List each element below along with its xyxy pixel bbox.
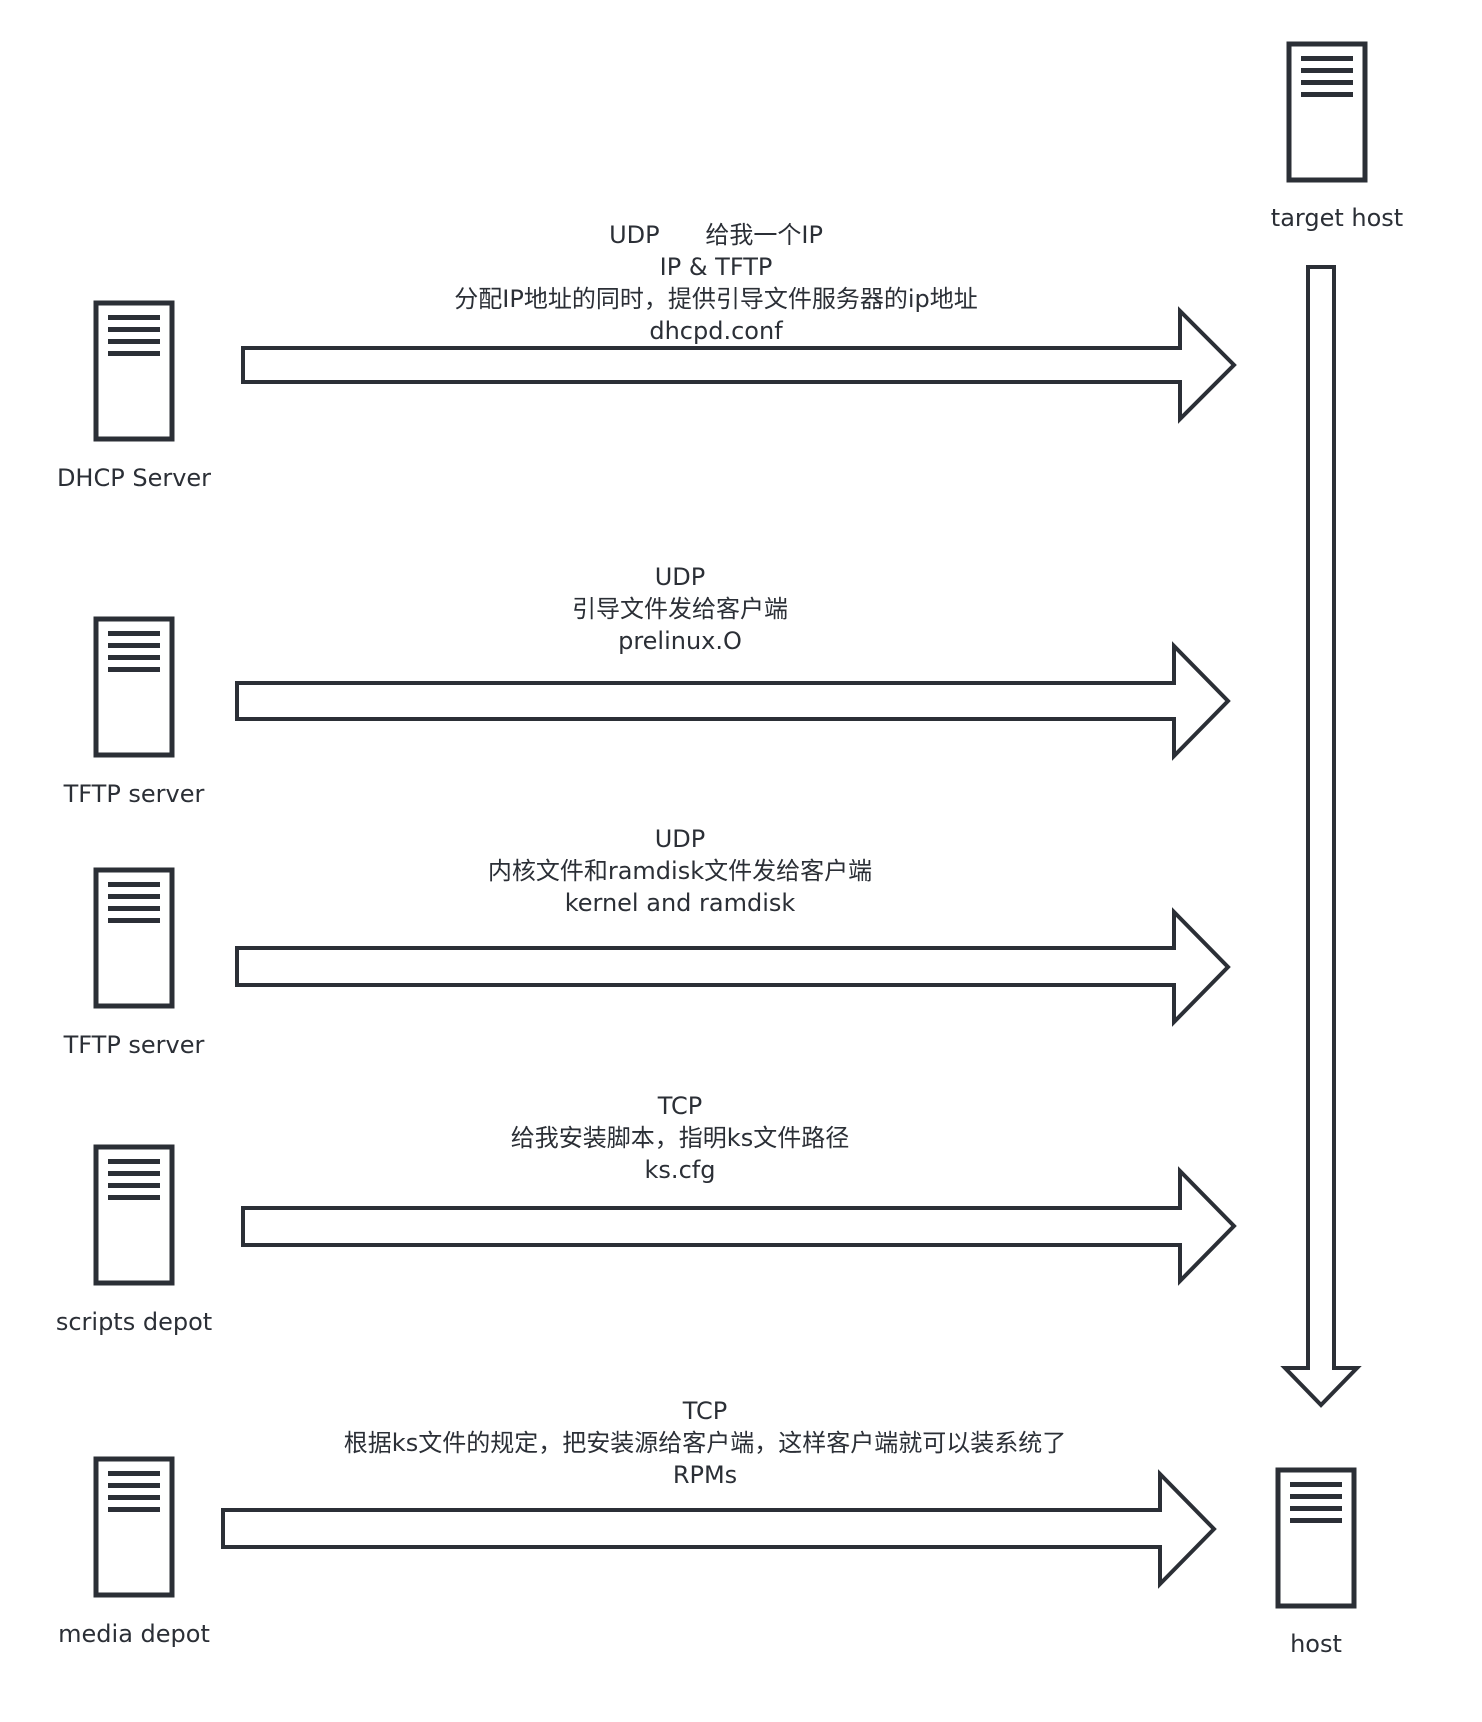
target-to-host-arrow — [1280, 265, 1362, 1408]
target-host-label: target host — [1270, 204, 1404, 232]
dhcp-flow-arrow — [241, 306, 1237, 424]
host-label: host — [1290, 1630, 1342, 1658]
scripts-flow-file: ks.cfg — [644, 1156, 716, 1184]
tftp-kernel-flow-description: 内核文件和ramdisk文件发给客户端 — [487, 857, 873, 885]
dhcp-flow-description: 分配IP地址的同时，提供引导文件服务器的ip地址 — [454, 285, 978, 313]
media-flow-description: 根据ks文件的规定，把安装源给客户端，这样客户端就可以装系统了 — [343, 1429, 1067, 1457]
tftp-kernel-flow-protocol: UDP — [654, 825, 706, 853]
tftp-kernel-flow-caption: UDP 内核文件和ramdisk文件发给客户端 kernel and ramdi… — [230, 823, 1130, 919]
tftp-server-1-icon — [96, 619, 172, 755]
scripts-depot-label: scripts depot — [55, 1308, 213, 1336]
scripts-flow-caption: TCP 给我安装脚本，指明ks文件路径 ks.cfg — [230, 1090, 1130, 1186]
scripts-flow-description: 给我安装脚本，指明ks文件路径 — [510, 1124, 850, 1152]
tftp-kernel-flow-file: kernel and ramdisk — [564, 889, 796, 917]
dhcp-flow-protocol: UDP 给我一个IP — [609, 221, 823, 249]
media-flow-file: RPMs — [672, 1461, 738, 1489]
target-host-server-icon — [1289, 44, 1365, 180]
tftp-server-1-label: TFTP server — [63, 780, 205, 808]
tftp-boot-flow-caption: UDP 引导文件发给客户端 prelinux.O — [230, 561, 1130, 657]
scripts-depot-server-icon — [96, 1147, 172, 1283]
tftp-boot-flow-file: prelinux.O — [618, 627, 742, 655]
media-depot-server-icon — [96, 1459, 172, 1595]
dhcp-server-label: DHCP Server — [56, 464, 212, 492]
tftp-kernel-flow-arrow — [235, 907, 1231, 1027]
tftp-boot-flow-protocol: UDP — [654, 563, 706, 591]
tftp-server-2-label: TFTP server — [63, 1031, 205, 1059]
media-flow-caption: TCP 根据ks文件的规定，把安装源给客户端，这样客户端就可以装系统了 RPMs — [255, 1395, 1155, 1491]
scripts-flow-protocol: TCP — [657, 1092, 703, 1120]
media-flow-protocol: TCP — [682, 1397, 728, 1425]
host-server-icon — [1278, 1470, 1354, 1606]
media-depot-label: media depot — [58, 1620, 210, 1648]
dhcp-flow-service: IP & TFTP — [659, 253, 773, 281]
tftp-server-2-icon — [96, 870, 172, 1006]
dhcp-flow-caption: UDP 给我一个IP IP & TFTP 分配IP地址的同时，提供引导文件服务器… — [266, 219, 1166, 347]
tftp-boot-flow-description: 引导文件发给客户端 — [572, 595, 788, 623]
scripts-flow-arrow — [241, 1166, 1237, 1286]
media-flow-arrow — [221, 1469, 1217, 1589]
tftp-boot-flow-arrow — [235, 641, 1231, 761]
dhcp-flow-file: dhcpd.conf — [649, 317, 783, 345]
dhcp-server-icon — [96, 303, 172, 439]
